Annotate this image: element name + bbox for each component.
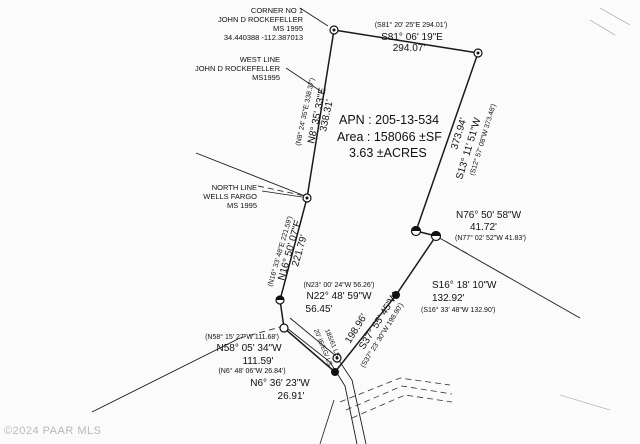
adjoining-lines	[91, 152, 581, 413]
course-n22: (N23° 00' 24"W 56.26') N22° 48' 59"W 56.…	[304, 281, 375, 315]
top-bearing: S81° 06' 19"E	[381, 32, 443, 43]
n58-record: (N58° 15' 27"W 111.68')	[205, 333, 279, 341]
s16-bearing: S16° 18' 10"W	[432, 280, 497, 291]
watermark: ©2024 PAAR MLS	[4, 425, 101, 437]
svg-text:JOHN D ROCKEFELLER: JOHN D ROCKEFELLER	[195, 64, 281, 73]
notch-bearing: N76° 50' 58"W	[456, 210, 522, 221]
angle-point-marker	[392, 291, 400, 299]
north-line-wells-fargo-left	[195, 152, 306, 197]
parcel-boundary	[279, 29, 480, 374]
corner-monuments	[275, 25, 483, 376]
course-s37: 198.96' S37° 55' 45"W (S37° 23' 30"W 198…	[343, 291, 405, 369]
n22-bearing: N22° 48' 59"W	[306, 291, 372, 302]
course-notch: N76° 50' 58"W 41.72' (N77° 02' 52"W 41.8…	[455, 210, 526, 242]
svg-text:MS 1995: MS 1995	[227, 201, 257, 210]
course-n6: (N6° 48' 06"W 26.84') N6° 36' 23"W 26.91…	[218, 367, 310, 402]
svg-text:WELLS FARGO: WELLS FARGO	[203, 192, 257, 201]
course-s16: S16° 18' 10"W 132.92' (S16° 33' 48"W 132…	[421, 280, 497, 314]
svg-text:MS1995: MS1995	[252, 73, 280, 82]
area-label: Area : 158066 ±SF	[337, 130, 442, 144]
leader-lines	[261, 7, 329, 198]
east-extension-line	[435, 235, 581, 319]
n6-distance: 26.91'	[278, 391, 305, 402]
background-marks	[559, 7, 631, 411]
svg-text:CORNER NO 1: CORNER NO 1	[251, 6, 303, 15]
svg-text:MS 1995: MS 1995	[273, 24, 303, 33]
svg-text:NORTH LINE: NORTH LINE	[212, 183, 257, 192]
notch-distance: 41.72'	[470, 222, 497, 233]
n6-record: (N6° 48' 06"W 26.84')	[218, 367, 285, 375]
svg-text:JOHN D ROCKEFELLER: JOHN D ROCKEFELLER	[218, 15, 304, 24]
road-corner-marker-a	[279, 323, 289, 333]
north-line-dash	[257, 185, 306, 197]
parcel-info: APN : 205-13-534 Area : 158066 ±SF 3.63 …	[337, 113, 442, 160]
svg-text:WEST LINE: WEST LINE	[240, 55, 280, 64]
n22-distance: 56.45'	[306, 304, 333, 315]
north-line-callout: NORTH LINE WELLS FARGO MS 1995	[203, 183, 257, 210]
top-record: (S81° 20' 25"E 294.01')	[375, 21, 448, 29]
course-n16: (N16° 33' 48"E 221.59') N16° 50' 07"E 22…	[266, 215, 310, 287]
corner-no-1-callout: CORNER NO 1 JOHN D ROCKEFELLER MS 1995 3…	[218, 6, 304, 42]
southwest-extension-line	[91, 337, 241, 413]
acres-label: 3.63 ±ACRES	[349, 146, 427, 160]
west-line-callout: WEST LINE JOHN D ROCKEFELLER MS1995	[195, 55, 281, 82]
notch-record: (N77° 02' 52"W 41.83')	[455, 234, 526, 242]
svg-text:34.440388 -112.387013: 34.440388 -112.387013	[224, 33, 303, 42]
course-n58: (N58° 15' 27"W 111.68') N58° 05' 34"W 11…	[205, 333, 282, 367]
s16-distance: 132.92'	[432, 293, 465, 304]
course-top: (S81° 20' 25"E 294.01') S81° 06' 19"E 29…	[375, 21, 448, 54]
n58-bearing: N58° 05' 34"W	[216, 343, 282, 354]
apn-label: APN : 205-13-534	[339, 113, 439, 127]
south-corner-marker	[331, 368, 339, 376]
top-distance: 294.07'	[393, 43, 426, 54]
n6-bearing: N6° 36' 23"W	[250, 378, 310, 389]
s16-record: (S16° 33' 48"W 132.90')	[421, 306, 496, 314]
n58-distance: 111.59'	[242, 356, 273, 367]
n22-record: (N23° 00' 24"W 56.26')	[304, 281, 375, 289]
